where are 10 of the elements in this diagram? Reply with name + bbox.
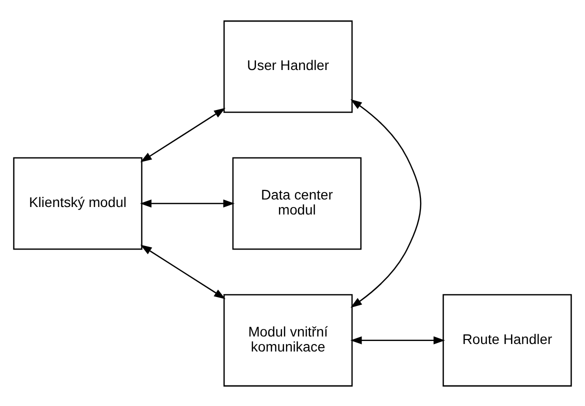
arrow [140,244,226,299]
arrow [350,98,422,308]
node-box: User Handler [223,20,353,112]
node-box: Modul vnitřní komunikace [223,294,353,386]
node-box: Data center modul [232,156,362,250]
arrow [140,107,226,162]
arrow [350,336,445,344]
node-box: Klientský modul [13,156,142,250]
arrow [140,199,235,207]
node-box: Route Handler [442,294,572,386]
